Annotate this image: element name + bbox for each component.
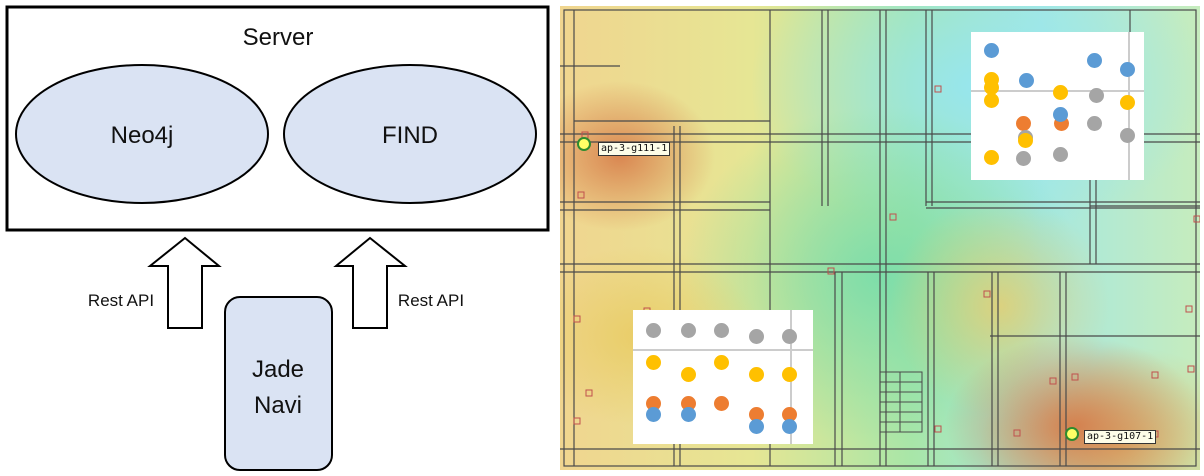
signal-dot-panel-bottom-left — [633, 310, 813, 444]
signal-dot-yellow — [646, 355, 661, 370]
signal-dot-orange — [714, 396, 729, 411]
left-arrow-label: Rest API — [88, 291, 154, 310]
signal-dot-yellow — [1018, 133, 1033, 148]
server-label: Server — [243, 24, 314, 51]
signal-dot-yellow — [1120, 95, 1135, 110]
signal-dot-gray — [1016, 151, 1031, 166]
right-arrow-label: Rest API — [398, 291, 464, 310]
signal-dot-gray — [782, 329, 797, 344]
access-point-icon[interactable] — [577, 137, 591, 151]
client-label-line1: Jade — [252, 356, 304, 383]
signal-dot-orange — [782, 407, 797, 422]
signal-dot-yellow — [782, 367, 797, 382]
find-label: FIND — [382, 122, 438, 149]
signal-dot-yellow — [749, 367, 764, 382]
signal-dot-panel-top-right — [971, 32, 1144, 180]
access-point-label[interactable]: ap-3-g111-1 — [598, 142, 671, 156]
neo4j-label: Neo4j — [111, 122, 174, 149]
signal-dot-blue — [749, 419, 764, 434]
client-node — [224, 296, 333, 471]
signal-dot-blue — [782, 419, 797, 434]
signal-dot-yellow — [1053, 85, 1068, 100]
signal-dot-gray — [1087, 116, 1102, 131]
neo4j-node — [15, 64, 269, 204]
signal-dot-blue — [681, 407, 696, 422]
signal-dot-yellow — [984, 93, 999, 108]
left-arrow — [147, 236, 222, 329]
architecture-diagram: Server Neo4j FIND Rest API Rest API Jade… — [5, 5, 550, 471]
client-label-line2: Navi — [254, 392, 302, 419]
signal-dot-gray — [1053, 147, 1068, 162]
signal-dot-yellow — [984, 80, 999, 95]
signal-dot-yellow — [681, 367, 696, 382]
signal-dot-gray — [749, 329, 764, 344]
signal-dot-blue — [1053, 107, 1068, 122]
signal-dot-orange — [1016, 116, 1031, 131]
signal-dot-yellow — [714, 355, 729, 370]
signal-dot-gray — [1120, 128, 1135, 143]
signal-dot-blue — [984, 43, 999, 58]
signal-dot-yellow — [984, 150, 999, 165]
signal-dot-gray — [1089, 88, 1104, 103]
signal-dot-gray — [681, 323, 696, 338]
signal-dot-orange — [749, 407, 764, 422]
right-arrow — [333, 236, 408, 329]
floorplan-heatmap: ap-3-g111-1 ap-3-g107-1 — [560, 6, 1200, 470]
find-node — [283, 64, 537, 204]
access-point-icon[interactable] — [1065, 427, 1079, 441]
signal-dot-blue — [1120, 62, 1135, 77]
signal-dot-blue — [1087, 53, 1102, 68]
signal-dot-gray — [646, 323, 661, 338]
access-point-label[interactable]: ap-3-g107-1 — [1084, 430, 1157, 444]
signal-dot-blue — [646, 407, 661, 422]
signal-dot-gray — [714, 323, 729, 338]
signal-dot-blue — [1019, 73, 1034, 88]
